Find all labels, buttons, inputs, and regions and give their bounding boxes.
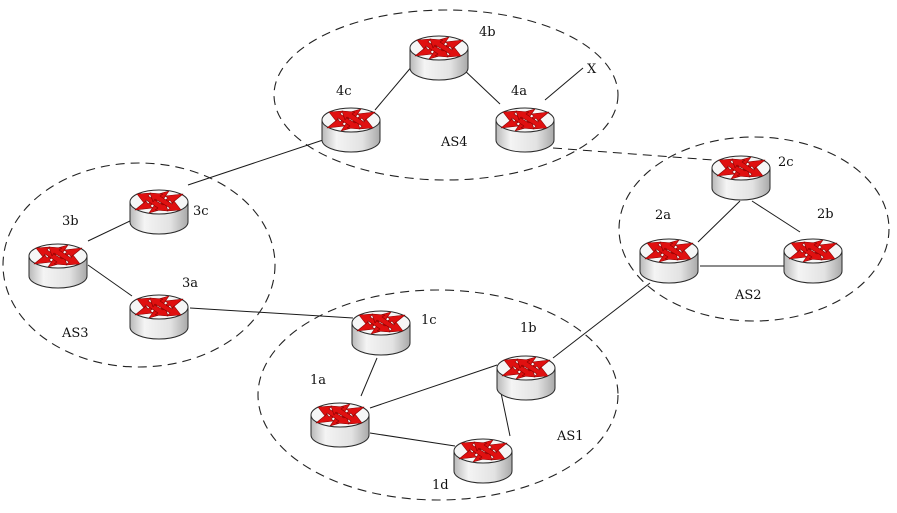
link-2c-2a — [697, 200, 741, 243]
link-4a-x — [544, 67, 584, 101]
router-label-1c: 1c — [421, 313, 437, 328]
router-label-4b: 4b — [479, 25, 496, 40]
link-1a-1b — [369, 364, 498, 409]
router-2a-icon — [639, 238, 699, 284]
router-label-3b: 3b — [62, 214, 79, 229]
router-label-1b: 1b — [520, 321, 537, 336]
link-2a-1b — [552, 282, 651, 359]
router-4b-icon — [409, 35, 469, 81]
router-3c-icon — [129, 189, 189, 235]
router-3b-icon — [28, 243, 88, 289]
router-label-3c: 3c — [193, 204, 209, 219]
link-4b-4a — [461, 67, 501, 105]
router-2b-icon — [783, 238, 843, 284]
router-label-4a: 4a — [511, 84, 527, 99]
as2-boundary — [618, 136, 890, 322]
router-label-1d: 1d — [432, 478, 449, 493]
link-2c-2b — [751, 200, 801, 233]
as4-label: AS4 — [440, 135, 468, 150]
router-label-2b: 2b — [817, 207, 834, 222]
router-1b-icon — [496, 355, 556, 401]
link-3b-3a — [87, 264, 133, 297]
router-1d-icon — [453, 438, 513, 484]
router-1c-icon — [351, 310, 411, 356]
link-3b-3c — [87, 219, 133, 242]
as3-label: AS3 — [61, 326, 89, 341]
router-4c-icon — [321, 107, 381, 153]
router-label-2c: 2c — [778, 155, 794, 170]
as2-label: AS2 — [734, 288, 762, 303]
link-4a-2c — [552, 147, 714, 161]
router-1a-icon — [310, 402, 370, 448]
link-1a-1d — [369, 432, 456, 447]
router-label-2a: 2a — [655, 208, 671, 223]
router-4a-icon — [495, 107, 555, 153]
as3-boundary — [2, 162, 276, 368]
router-label-1a: 1a — [310, 373, 326, 388]
as1-boundary — [257, 289, 619, 501]
router-2c-icon — [711, 155, 771, 201]
link-1d-1b — [499, 387, 511, 437]
link-3a-1c — [189, 307, 354, 319]
external-node-x: X — [587, 62, 597, 77]
router-label-4c: 4c — [336, 84, 352, 99]
router-label-3a: 3a — [182, 276, 198, 291]
router-3a-icon — [129, 294, 189, 340]
link-4c-4b — [374, 64, 414, 111]
link-1c-1a — [360, 357, 378, 397]
link-3c-4c — [187, 139, 324, 186]
as1-label: AS1 — [556, 429, 584, 444]
as4-boundary — [273, 9, 619, 181]
